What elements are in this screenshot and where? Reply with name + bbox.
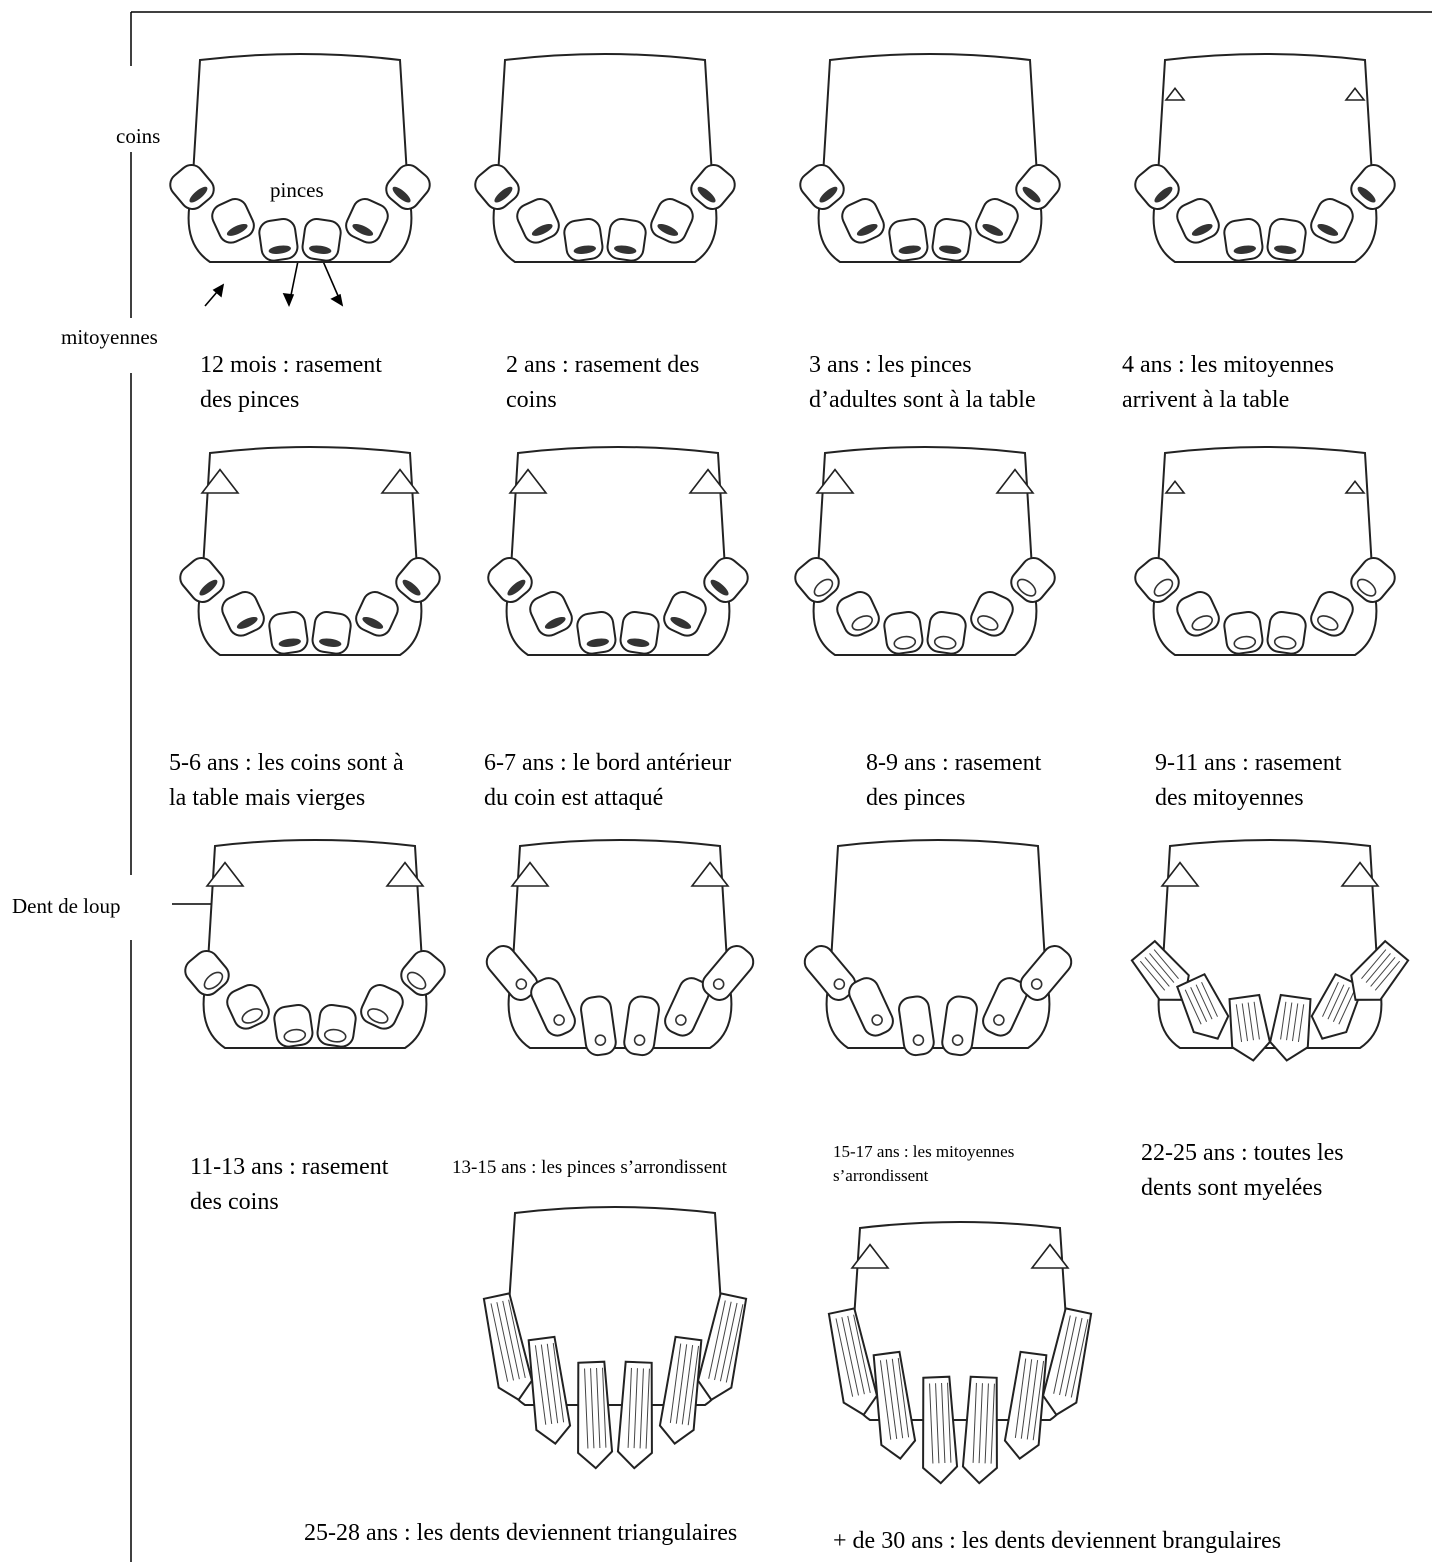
jaw-drawing (175, 447, 444, 655)
arrow-pinces-right-head (332, 295, 342, 305)
label-mitoyennes: mitoyennes (61, 325, 158, 349)
jaw-drawing (1130, 447, 1399, 655)
jaw-drawing (482, 840, 758, 1057)
incisor-tooth (1266, 610, 1307, 655)
jaw-drawing (1129, 840, 1411, 1063)
incisor-tooth (268, 610, 309, 655)
caption-30-ans: + de 30 ans : les dents deviennent brang… (833, 1524, 1281, 1559)
incisor-tooth (576, 610, 617, 655)
incisor-tooth (926, 610, 967, 655)
caption-2-ans: 2 ans : rasement des coins (506, 348, 699, 418)
incisor-tooth (1266, 217, 1307, 262)
caption-4-ans: 4 ans : les mitoyennes arrivent à la tab… (1122, 348, 1334, 418)
jaw-drawing (790, 447, 1059, 655)
incisor-tooth (311, 610, 352, 655)
caption-13-15-ans: 13-15 ans : les pinces s’arrondissent (452, 1150, 727, 1185)
jaw-drawing (180, 840, 449, 1048)
caption-8-9-ans: 8-9 ans : rasement des pinces (866, 746, 1041, 816)
incisor-tooth (1223, 217, 1264, 262)
dental-star-ring (634, 1035, 645, 1046)
label-dent-de-loup: Dent de loup (12, 894, 120, 918)
incisor-tooth (273, 1003, 314, 1048)
incisor-body (268, 610, 309, 655)
caption-15-17-ans: 15-17 ans : les mitoyennes s’arrondissen… (833, 1140, 1014, 1188)
incisor-tooth (619, 610, 660, 655)
dental-star-ring (952, 1035, 963, 1046)
incisor-tooth (563, 217, 604, 262)
incisor-tooth (888, 217, 929, 262)
caption-25-28-ans: 25-28 ans : les dents deviennent triangu… (304, 1516, 737, 1551)
label-coins: coins (116, 124, 160, 148)
jaw-drawing (825, 1222, 1095, 1484)
dental-star-ring (913, 1035, 924, 1046)
dental-star-ring (595, 1035, 606, 1046)
incisor-body (606, 217, 647, 262)
jaw-drawing (1130, 54, 1399, 262)
incisor-tooth (258, 217, 299, 262)
caption-3-ans: 3 ans : les pinces d’adultes sont à la t… (809, 348, 1036, 418)
jaw-drawing (800, 840, 1076, 1057)
jaw-drawing (165, 54, 434, 262)
incisor-body (311, 610, 352, 655)
caption-11-13-ans: 11-13 ans : rasement des coins (190, 1150, 388, 1220)
caption-6-7-ans: 6-7 ans : le bord antérieur du coin est … (484, 746, 731, 816)
jaw-drawing (795, 54, 1064, 262)
incisor-body (258, 217, 299, 262)
jaw-drawing (483, 447, 752, 655)
incisor-tooth (931, 217, 972, 262)
caption-22-25-ans: 22-25 ans : toutes les dents sont myelée… (1141, 1136, 1344, 1206)
caption-9-11-ans: 9-11 ans : rasement des mitoyennes (1155, 746, 1341, 816)
incisor-body (563, 217, 604, 262)
incisor-body (576, 610, 617, 655)
incisor-body (888, 217, 929, 262)
label-pinces: pinces (270, 178, 324, 202)
caption-12-mois: 12 mois : rasement des pinces (200, 348, 382, 418)
incisor-tooth (301, 217, 342, 262)
jaw-drawing (470, 54, 739, 262)
incisor-body (1223, 217, 1264, 262)
incisor-body (619, 610, 660, 655)
incisor-tooth (883, 610, 924, 655)
caption-5-6-ans: 5-6 ans : les coins sont à la table mais… (169, 746, 404, 816)
incisor-body (931, 217, 972, 262)
incisor-body (301, 217, 342, 262)
incisor-tooth (316, 1003, 357, 1048)
arrow-pinces-left-head (284, 294, 293, 305)
incisor-body (1266, 217, 1307, 262)
jaw-drawing (480, 1207, 750, 1469)
incisor-tooth (606, 217, 647, 262)
incisor-tooth (1223, 610, 1264, 655)
